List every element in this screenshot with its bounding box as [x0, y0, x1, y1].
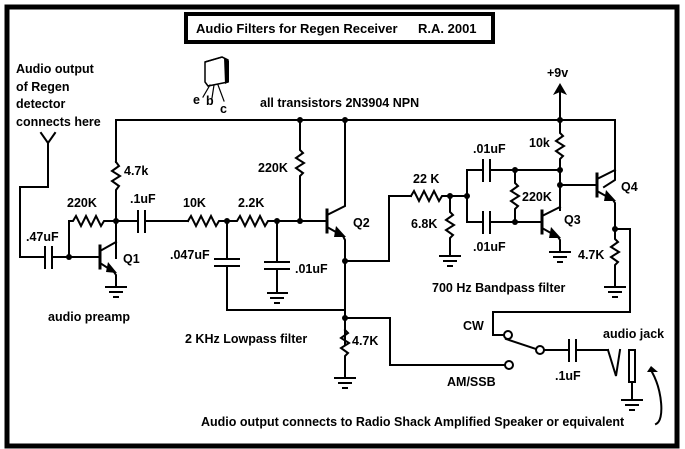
output-note: Audio output connects to Radio Shack Amp…: [201, 415, 625, 429]
ground-icon: [267, 292, 288, 304]
input-terminal-icon: [19, 131, 57, 258]
r-q1-bias-label: 220K: [67, 196, 97, 210]
c-couple-label: .1uF: [130, 192, 156, 206]
r-bp-shunt-label: 6.8K: [411, 217, 437, 231]
r-q4-emit-label: 4.7K: [578, 248, 604, 262]
preamp-section-label: audio preamp: [48, 310, 130, 324]
r-q2-bias-label: 220K: [258, 161, 288, 175]
r-q1-col-label: 4.7k: [124, 164, 148, 178]
c-in-label: .47uF: [26, 230, 59, 244]
title: Audio Filters for Regen Receiver: [196, 21, 398, 36]
c-lp2-label: .01uF: [295, 262, 328, 276]
input-note-line-1: Audio output: [16, 62, 95, 76]
switch-am-ssb-label: AM/SSB: [447, 375, 496, 389]
pin-c-label: c: [220, 102, 227, 116]
r-lp2-label: 2.2K: [238, 196, 264, 210]
q1-label: Q1: [123, 252, 140, 266]
r-bp-in-label: 22 K: [413, 172, 439, 186]
mode-switch[interactable]: [503, 330, 545, 370]
q1-transistor-icon: [98, 240, 118, 286]
ground-icon: [105, 286, 127, 298]
pin-b-label: b: [206, 94, 214, 108]
r-lp1-label: 10K: [183, 196, 206, 210]
to92-package-icon: [202, 56, 229, 102]
ground-icon: [439, 255, 461, 267]
curved-arrow-icon: [647, 366, 663, 426]
audio-jack-icon[interactable]: [606, 348, 643, 411]
input-note-line-3: detector: [16, 97, 65, 111]
q3-transistor-icon: [540, 205, 562, 253]
ground-icon: [549, 251, 571, 263]
ground-icon: [604, 286, 626, 298]
transistor-note: all transistors 2N3904 NPN: [260, 96, 419, 110]
c-out-label: .1uF: [555, 369, 581, 383]
r-q2-emit-label: 4.7K: [352, 334, 378, 348]
bandpass-section-label: 700 Hz Bandpass filter: [432, 281, 566, 295]
q2-label: Q2: [353, 216, 370, 230]
q4-transistor-icon: [595, 168, 617, 230]
r-bp-fb-label: 220K: [522, 190, 552, 204]
pin-e-label: e: [193, 93, 200, 107]
audio-jack-label: audio jack: [603, 327, 664, 341]
author: R.A. 2001: [418, 21, 477, 36]
q2-transistor-icon: [325, 119, 346, 346]
supply-label: +9v: [547, 66, 568, 80]
outer-frame: [4, 4, 680, 449]
c-lp1-label: .047uF: [170, 248, 210, 262]
input-note-line-2: of Regen: [16, 80, 69, 94]
c-bp2-label: .01uF: [473, 240, 506, 254]
switch-cw-label: CW: [463, 319, 484, 333]
lowpass-section-label: 2 KHz Lowpass filter: [185, 332, 307, 346]
r-q3-col-label: 10k: [529, 136, 550, 150]
q3-label: Q3: [564, 213, 581, 227]
q4-label: Q4: [621, 180, 638, 194]
ground-icon: [334, 377, 356, 389]
input-note-line-4: connects here: [16, 115, 101, 129]
title-box: [184, 12, 495, 44]
supply-arrow-icon: [553, 83, 567, 95]
c-bp1-label: .01uF: [473, 142, 506, 156]
